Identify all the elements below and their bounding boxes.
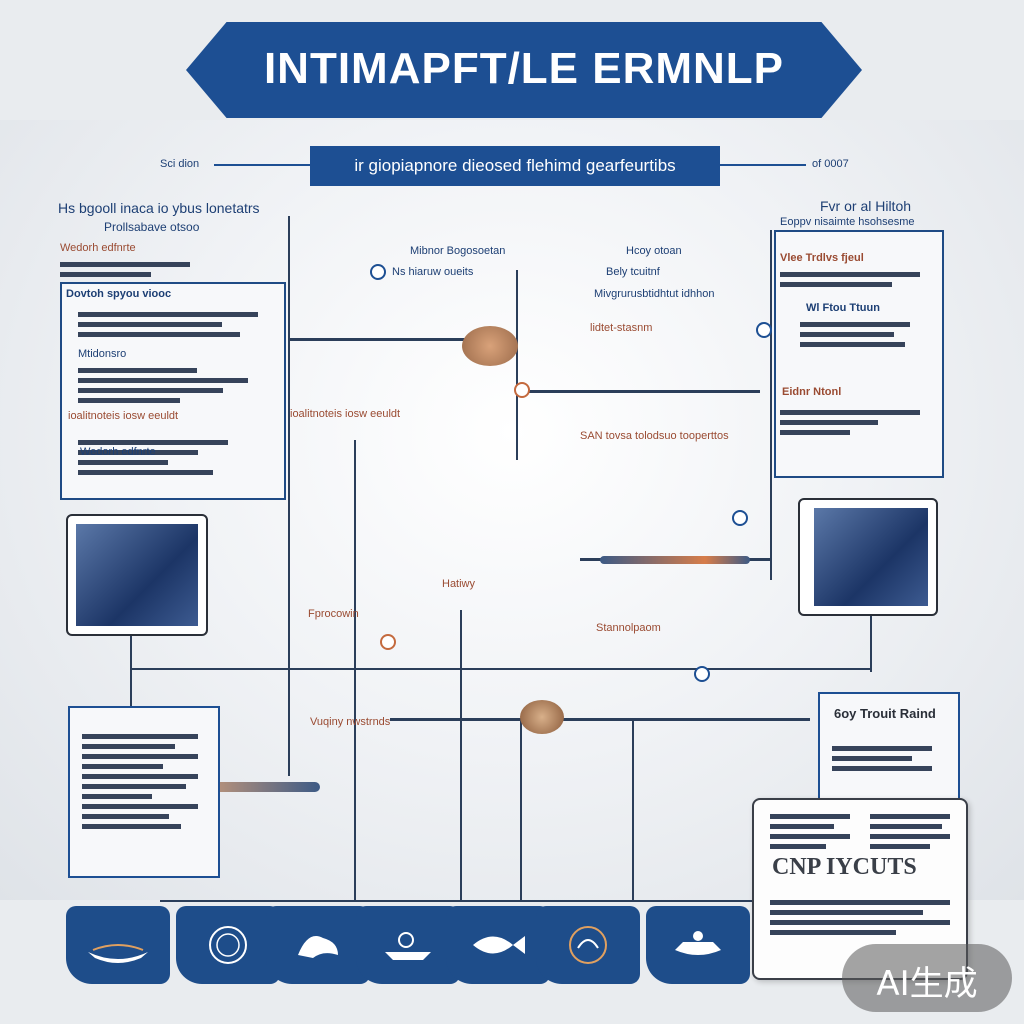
right-panel-label-2: Wl Ftou Ttuun [806,302,880,314]
top-left-tag: Sci dion [160,158,200,170]
right-heading: Fvr or al Hiltoh [820,198,912,214]
creature-icon [298,936,338,958]
fish-icon [473,936,525,954]
right-panel-label-3: Eidnr Ntonl [782,386,842,398]
left-subheading: Prollsabave otsoo [104,220,200,234]
center-label-1: Mibnor Bogosoetan [410,245,506,257]
connector-v6 [130,632,132,708]
tile-4[interactable] [356,906,460,984]
connector-h6 [160,900,860,902]
mid-label-2: SAN tovsa tolodsuo tooperttos [580,430,729,442]
tile-5[interactable] [446,906,550,984]
illustration-pen-2 [200,782,320,792]
right-panel-label-1: Vlee Trdlvs fjeul [780,252,864,264]
illustration-coral [520,700,564,734]
subtitle-bar [310,146,720,186]
emblem-icon [569,926,607,964]
mid-label-4: Stannolpaom [596,622,661,634]
ai-watermark-badge [842,944,1012,1012]
connector-v3 [354,440,356,900]
right-info-panel [774,230,944,478]
node-dot-6[interactable] [694,666,710,682]
top-right-tag: of 0007 [812,158,849,170]
center-label-3: Hcoy otoan [626,245,682,257]
doc-front-bars-right [870,814,950,854]
left-heading: Hs bgooll inaca io ybus lonetatrs [58,200,260,216]
node-dot-4[interactable] [380,634,396,650]
center-row-text-2: lidtet-stasnm [590,322,653,334]
mid-label-1: ioalitnoteis iosw eeuldt [290,408,401,420]
doc-card-title: 6oy Trouit Raind [834,706,936,721]
left-panel-title: Dovtoh spyou viooc [66,288,172,300]
left-panel-row: Mtidonsro [78,348,127,360]
subtitle-text: ir giopiapnore dieosed flehimd gearfeurt… [354,156,676,175]
left-panel-bars-2 [78,368,248,408]
seal-icon [209,926,247,964]
connector-h5 [130,668,870,670]
center-label-2: Ns hiaruw oueits [392,266,474,278]
connector-v9 [520,720,522,900]
right-panel-bars-1 [780,272,920,292]
doc-big-text: CNP IYCUTS [772,854,917,880]
doc-card-back-bars [832,746,932,776]
tile-1[interactable] [66,906,170,984]
subtitle-right-line [720,164,806,166]
header-banner [186,22,862,118]
subtitle-left-line [214,164,310,166]
right-panel-bars-3 [780,410,920,440]
node-dot-2[interactable] [514,382,530,398]
left-panel-rust-row: ioalitnoteis iosw eeuldt [68,410,179,422]
tile-6[interactable] [536,906,640,984]
left-top-bars [60,262,190,282]
connector-v4 [460,610,462,900]
left-label-rust: Wedorh edfnrte [60,242,136,254]
left-screen-card[interactable] [66,514,208,636]
mid-label-3: Hatiwy [442,578,476,590]
doc-front-bars-left [770,814,850,854]
right-screen-card[interactable] [798,498,938,616]
node-dot-5[interactable] [732,510,748,526]
left-panel-bars-3 [78,440,228,480]
connector-v2 [516,270,518,460]
connector-v7 [870,612,872,672]
connector-h2 [520,390,760,393]
connector-v5 [770,230,772,580]
connector-h1 [290,338,470,341]
tile-2[interactable] [176,906,280,984]
illustration-shell [462,326,518,366]
ship-icon [385,932,431,960]
right-panel-bars-2 [800,322,910,352]
connector-h3 [390,718,810,721]
right-subheading: Eoppv nisaimte hsohsesme [780,216,915,228]
center-label-4: Bely tcuitnf [606,266,660,278]
ai-watermark-text: AI生成 [876,964,978,1004]
left-row-label: Wedorh edfnrte [80,446,156,458]
connector-v1 [288,216,290,776]
lower-left-doc-bars [82,734,198,834]
boat-icon [88,944,148,963]
lower-mid-label: Fprocowin [308,608,359,620]
lower-label: Vuqiny nwstrnds [310,716,391,728]
connector-v8 [632,720,634,900]
center-row-text: Mivgrurusbtidhtut idhhon [594,288,715,300]
page-title: INTIMAPFT/LE ERMNLP [263,44,785,93]
tile-7[interactable] [646,906,750,984]
tile-3[interactable] [266,906,370,984]
illustration-pen [600,556,750,564]
node-dot-1[interactable] [370,264,386,280]
doc-front-bars-bottom [770,900,950,940]
node-dot-3[interactable] [756,322,772,338]
left-panel-bars-1 [78,312,258,342]
vessel-icon [675,931,721,955]
